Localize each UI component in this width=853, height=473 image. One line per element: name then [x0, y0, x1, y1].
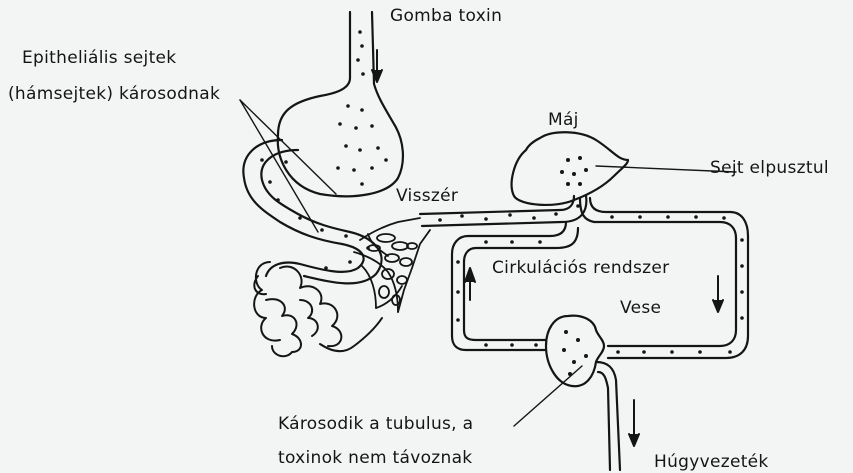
label-ureter: Húgyvezeték [654, 452, 769, 472]
intestinal-coils [254, 262, 382, 356]
label-epithelial-damage: (hámsejtek) károsodnak [8, 84, 220, 104]
label-tubulus-damage: Károsodik a tubulus, a [278, 414, 473, 434]
label-cell-dies: Sejt elpusztul [710, 158, 829, 178]
label-fungal-toxin: Gomba toxin [390, 6, 502, 26]
mesenteric-vein-network [354, 218, 430, 312]
liver-outlet-vessel [580, 198, 748, 358]
ureter [596, 362, 620, 470]
liver-outline [512, 132, 628, 205]
kidney-outline [546, 316, 604, 387]
label-liver: Máj [548, 110, 579, 130]
label-kidney: Vese [620, 298, 661, 318]
esophagus-stomach-outline [278, 12, 403, 196]
intestine-tube [243, 140, 381, 283]
label-epithelial-cells: Epitheliális sejtek [22, 48, 176, 68]
label-toxins-retained: toxinok nem távoznak [278, 448, 472, 468]
label-vein: Visszér [396, 186, 458, 206]
label-circulation: Cirkulációs rendszer [492, 258, 669, 278]
